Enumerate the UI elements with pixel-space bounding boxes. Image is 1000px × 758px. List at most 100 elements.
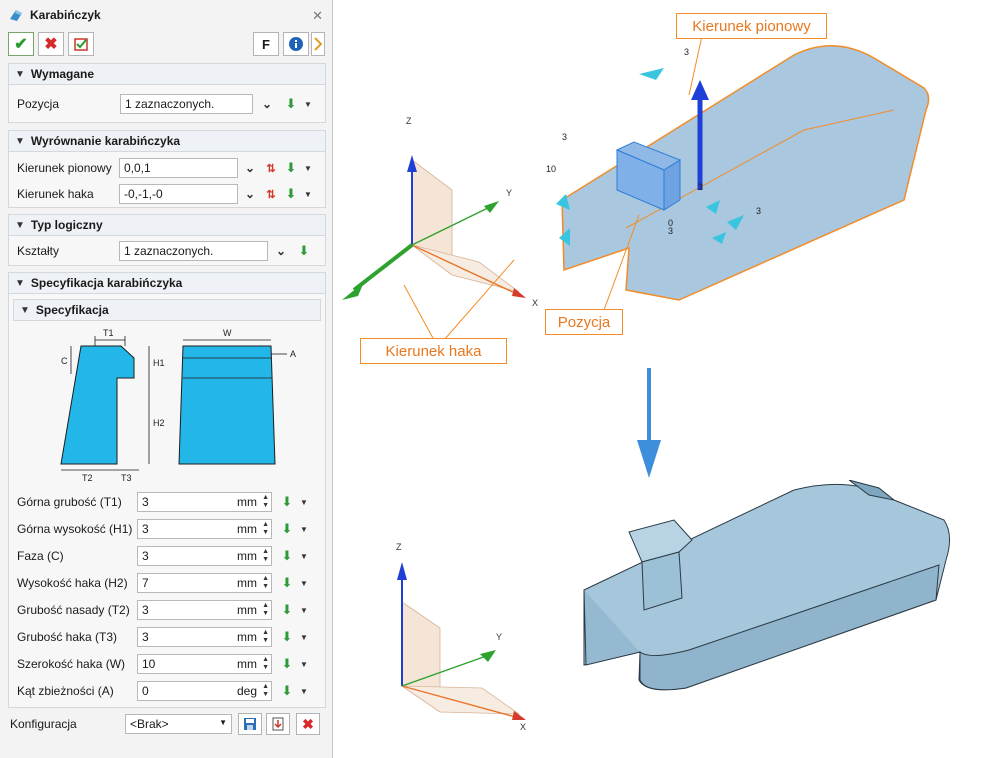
input-options-icon[interactable]: ⬇ [298, 243, 310, 258]
dropdown-arrow-icon[interactable]: ▼ [300, 524, 308, 534]
ksztalty-label: Kształty [17, 244, 60, 258]
dimension-label: 3 [698, 182, 703, 192]
kierunek-pionowy-label: Kierunek pionowy [17, 161, 112, 175]
ksztalty-field[interactable]: 1 zaznaczonych. [119, 241, 268, 261]
dialog-toolbar: ✔ ✖ F [0, 30, 333, 58]
axis-triad-result: Z Y X [396, 542, 526, 732]
dimension-label: 3 [562, 132, 567, 142]
spin-arrows-icon[interactable]: ▲▼ [262, 575, 269, 590]
param-field[interactable]: 0 deg ▲▼ [137, 681, 272, 701]
axis-x-label: X [520, 722, 526, 732]
cancel-button[interactable]: ✖ [38, 32, 64, 56]
section-wyrownanie-header[interactable]: ▼Wyrównanie karabińczyka [8, 130, 326, 152]
dimension-label: 10 [546, 164, 556, 174]
param-value: 10 [142, 657, 156, 671]
spec-diagram: T1 C H1 H2 T2 T3 W A [60, 328, 296, 483]
import-config-button[interactable] [266, 713, 290, 735]
callout-kierunek-pionowy: Kierunek pionowy [676, 13, 827, 39]
param-unit: mm [237, 630, 257, 644]
pozycja-field[interactable]: 1 zaznaczonych. [120, 94, 253, 114]
input-options-icon[interactable]: ⬇ [281, 683, 293, 698]
input-options-icon[interactable]: ⬇ [285, 186, 297, 201]
param-value: 3 [142, 549, 149, 563]
input-options-icon[interactable]: ⬇ [285, 160, 297, 175]
snap-hook-icon [10, 10, 22, 21]
input-options-icon[interactable]: ⬇ [281, 656, 293, 671]
delete-config-button[interactable]: ✖ [296, 713, 320, 735]
param-unit: mm [237, 522, 257, 536]
dropdown-arrow-icon[interactable]: ▼ [300, 632, 308, 642]
reverse-direction-icon[interactable]: ⇅ [266, 188, 276, 201]
dropdown-arrow-icon[interactable]: ▼ [304, 163, 312, 173]
konfiguracja-label: Konfiguracja [10, 717, 77, 731]
dimension-label: 3 [684, 47, 689, 57]
param-value: 0 [142, 684, 149, 698]
dropdown-arrow-icon[interactable]: ▼ [304, 99, 312, 109]
section-spec-header[interactable]: ▼Specyfikacja karabińczyka [8, 272, 326, 294]
section-typ-header[interactable]: ▼Typ logiczny [8, 214, 326, 236]
dropdown-arrow-icon[interactable]: ▼ [300, 686, 308, 696]
param-value: 3 [142, 522, 149, 536]
pick-chevron-icon[interactable]: ⌄ [244, 187, 256, 201]
kierunek-pionowy-field[interactable]: 0,0,1 [119, 158, 238, 178]
info-button[interactable] [283, 32, 309, 56]
param-unit: mm [237, 549, 257, 563]
dropdown-arrow-icon[interactable]: ▼ [304, 189, 312, 199]
dropdown-arrow-icon[interactable]: ▼ [300, 551, 308, 561]
spin-arrows-icon[interactable]: ▲▼ [262, 629, 269, 644]
dialog-titlebar: Karabińczyk ✕ [0, 0, 333, 30]
dropdown-arrow-icon[interactable]: ▼ [300, 605, 308, 615]
reverse-direction-icon[interactable]: ⇅ [266, 162, 276, 175]
section-wymagane-header[interactable]: ▼Wymagane [8, 63, 326, 85]
subsection-spec-header[interactable]: ▼Specyfikacja [13, 299, 321, 321]
save-config-button[interactable] [238, 713, 262, 735]
input-options-icon[interactable]: ⬇ [281, 602, 293, 617]
input-options-icon[interactable]: ⬇ [281, 521, 293, 536]
kierunek-haka-field[interactable]: -0,-1,-0 [119, 184, 238, 204]
param-field[interactable]: 3 mm ▲▼ [137, 519, 272, 539]
spin-arrows-icon[interactable]: ▲▼ [262, 521, 269, 536]
axis-triad: Z Y X [342, 116, 538, 308]
more-button[interactable] [311, 32, 325, 56]
dropdown-arrow-icon[interactable]: ▼ [300, 497, 308, 507]
dropdown-arrow-icon[interactable]: ▼ [300, 659, 308, 669]
spin-arrows-icon[interactable]: ▲▼ [262, 656, 269, 671]
pick-chevron-icon[interactable]: ⌄ [261, 97, 273, 111]
input-options-icon[interactable]: ⬇ [281, 548, 293, 563]
input-options-icon[interactable]: ⬇ [285, 96, 297, 111]
konfiguracja-select[interactable]: <Brak>▼ [125, 714, 232, 734]
axis-y-label: Y [496, 632, 502, 642]
input-options-icon[interactable]: ⬇ [281, 629, 293, 644]
pick-chevron-icon[interactable]: ⌄ [244, 161, 256, 175]
f-button[interactable]: F [253, 32, 279, 56]
section-wymagane-body: Pozycja 1 zaznaczonych. ⌄ ⬇ ▼ [8, 85, 326, 123]
param-field[interactable]: 10 mm ▲▼ [137, 654, 272, 674]
spin-arrows-icon[interactable]: ▲▼ [262, 683, 269, 698]
param-value: 3 [142, 603, 149, 617]
collapse-icon[interactable]: ✕ [312, 8, 323, 23]
param-unit: mm [237, 657, 257, 671]
callout-kierunek-haka: Kierunek haka [360, 338, 507, 364]
spin-arrows-icon[interactable]: ▲▼ [262, 494, 269, 509]
param-unit: deg [236, 684, 257, 698]
diagram-label-h2: H2 [153, 418, 165, 428]
spin-arrows-icon[interactable]: ▲▼ [262, 548, 269, 563]
param-label: Górna wysokość (H1) [17, 522, 133, 536]
spin-arrows-icon[interactable]: ▲▼ [262, 602, 269, 617]
apply-button[interactable] [68, 32, 94, 56]
input-options-icon[interactable]: ⬇ [281, 575, 293, 590]
pick-chevron-icon[interactable]: ⌄ [275, 244, 287, 258]
dropdown-arrow-icon[interactable]: ▼ [300, 578, 308, 588]
ok-button[interactable]: ✔ [8, 32, 34, 56]
axis-y-label: Y [506, 188, 512, 198]
input-options-icon[interactable]: ⬇ [281, 494, 293, 509]
param-field[interactable]: 3 mm ▲▼ [137, 546, 272, 566]
viewport-top: Z Y X 3 3 10 3 3 3 0 [342, 35, 930, 341]
